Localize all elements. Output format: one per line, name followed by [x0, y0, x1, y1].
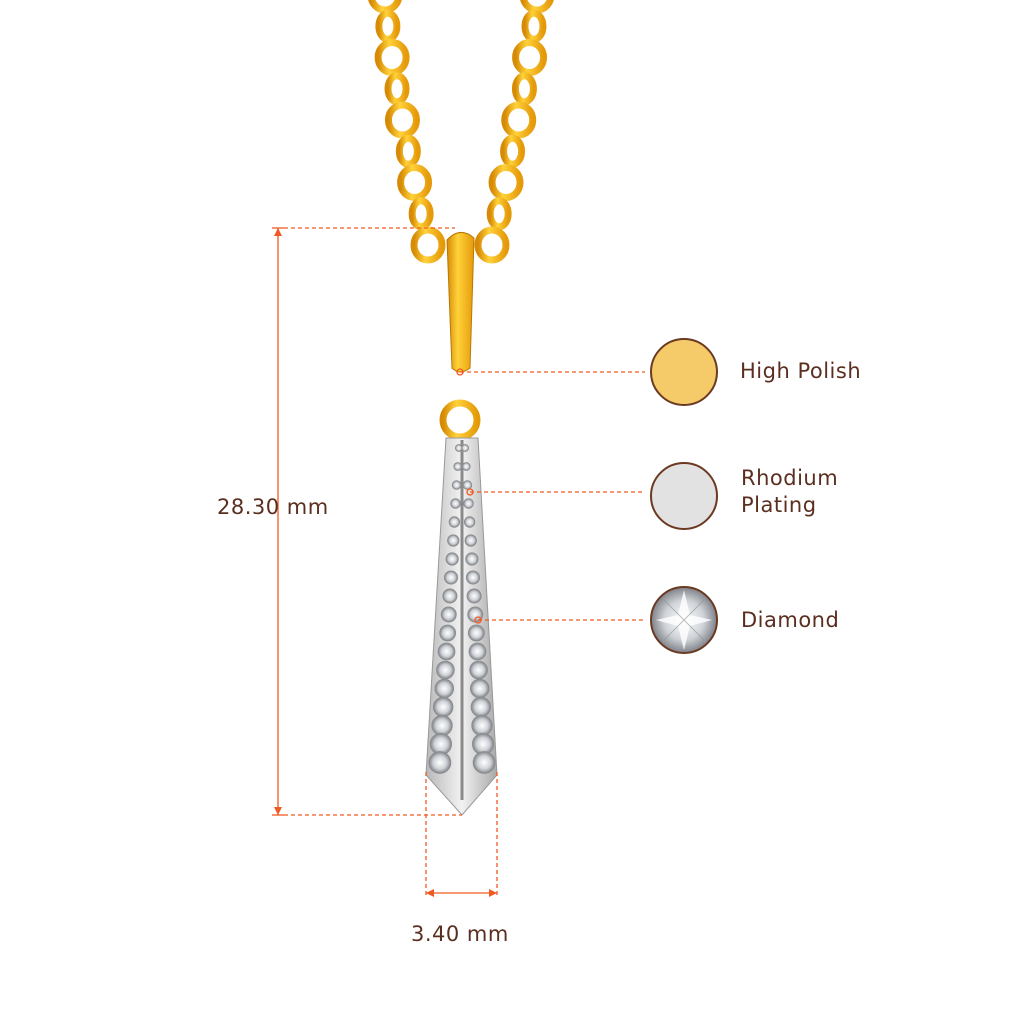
diamond-stone: [437, 642, 456, 661]
chain-link: [410, 226, 446, 264]
diamond-stone: [464, 534, 477, 547]
diamond-stone: [461, 462, 471, 471]
chain-right: [474, 0, 554, 264]
chain-link: [500, 134, 526, 168]
diamond-stone: [470, 696, 492, 718]
diamond-stone: [463, 516, 476, 528]
diamond-swatch-icon: [650, 586, 718, 654]
material-label-high-polish: High Polish: [740, 359, 862, 383]
diamond-stone: [439, 624, 457, 642]
diamond-stones: [428, 444, 496, 774]
diamond-stone: [472, 751, 496, 774]
chain-link: [474, 226, 510, 264]
chain-link: [397, 164, 433, 201]
diamond-stone: [468, 642, 487, 661]
diamond-stone: [467, 624, 485, 642]
gold-swatch-icon: [650, 338, 718, 406]
chain-link: [375, 9, 401, 43]
diamond-stone: [471, 714, 493, 737]
material-label-diamond: Diamond: [741, 608, 840, 632]
height-dimension-label: 28.30 mm: [217, 495, 329, 519]
chain-link: [520, 0, 554, 14]
diamond-stone: [434, 678, 455, 699]
chain-link: [408, 197, 434, 231]
diamond-stone: [428, 751, 452, 774]
diamond-stone: [451, 480, 462, 490]
diamond-stone: [466, 588, 482, 604]
diamond-stone: [465, 552, 479, 566]
diamond-stone: [436, 660, 455, 680]
chain-link: [368, 0, 402, 14]
diamond-stone: [465, 570, 481, 585]
diamond-stone: [469, 678, 490, 699]
rhodium-line1: Rhodium: [741, 466, 839, 490]
chain-link: [501, 101, 537, 139]
diamond-stone: [447, 534, 460, 547]
jump-ring: [439, 399, 481, 441]
dimension-lines: [272, 227, 645, 898]
rhodium-swatch-icon: [650, 462, 718, 530]
bail: [446, 232, 475, 373]
chain-link: [395, 134, 421, 168]
material-label-rhodium: Rhodium Plating: [741, 465, 838, 519]
diamond-stone: [453, 462, 463, 471]
chain-link: [486, 197, 512, 231]
chain-link: [374, 39, 410, 76]
rhodium-line2: Plating: [741, 493, 817, 517]
diamond-stone: [469, 660, 488, 680]
diamond-stone: [445, 552, 459, 566]
chain-link: [488, 164, 524, 201]
diamond-stone: [448, 516, 461, 528]
width-dimension-label: 3.40 mm: [411, 922, 509, 946]
diamond-stone: [440, 606, 457, 623]
chain-link: [512, 39, 548, 76]
diamond-stone: [443, 570, 459, 585]
diamond-stone: [431, 714, 453, 737]
diamond-stone: [463, 498, 474, 509]
chain-link: [384, 72, 410, 106]
chain-link: [511, 72, 537, 106]
diamond-stone: [450, 498, 461, 509]
diamond-stone: [442, 588, 458, 604]
diamond-stone: [461, 444, 470, 452]
chain-link: [384, 101, 420, 139]
chain-left: [368, 0, 446, 264]
diamond-stone: [462, 480, 473, 490]
diamond-stone: [432, 696, 454, 718]
chain-link: [521, 9, 547, 43]
